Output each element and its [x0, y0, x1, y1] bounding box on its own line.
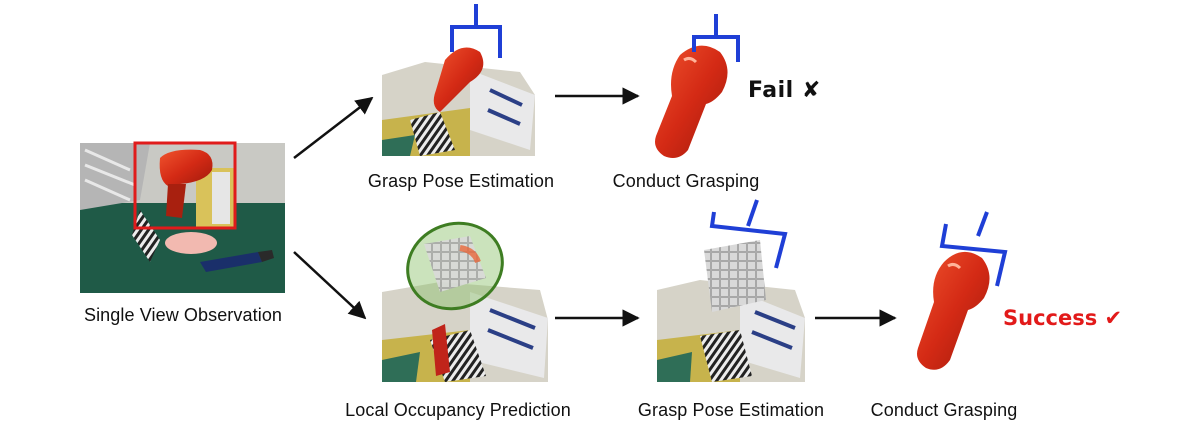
- gripper-icon: [709, 199, 788, 269]
- arrow-to-bottom-branch: [293, 251, 367, 320]
- bottom-grasp-pose-image: [657, 240, 805, 382]
- fail-mark-icon: ✘: [801, 78, 821, 103]
- caption-bottom-grasp-pose: Grasp Pose Estimation: [637, 400, 825, 420]
- bottom-drill-object: [917, 251, 990, 370]
- fail-badge: Fail ✘: [748, 78, 821, 103]
- occupancy-region: [406, 221, 504, 311]
- fail-text: Fail: [748, 78, 794, 103]
- selection-box: [133, 141, 237, 230]
- caption-top-grasp-pose: Grasp Pose Estimation: [367, 171, 555, 191]
- caption-bottom-conduct: Conduct Grasping: [870, 400, 1018, 420]
- arrow-to-top-branch: [293, 96, 374, 159]
- success-badge: Success ✔: [1003, 306, 1122, 330]
- top-drill-object: [655, 45, 728, 159]
- gripper-icon: [939, 211, 1008, 287]
- caption-occupancy: Local Occupancy Prediction: [345, 400, 571, 420]
- success-mark-icon: ✔: [1104, 306, 1123, 330]
- occupancy-image: [382, 221, 548, 382]
- success-text: Success: [1003, 306, 1098, 330]
- observation-image: [80, 141, 285, 293]
- gripper-icon: [450, 4, 502, 58]
- gripper-icon: [692, 14, 740, 62]
- top-grasp-pose-image: [382, 47, 535, 156]
- caption-top-conduct: Conduct Grasping: [612, 171, 760, 191]
- caption-observation: Single View Observation: [83, 305, 283, 325]
